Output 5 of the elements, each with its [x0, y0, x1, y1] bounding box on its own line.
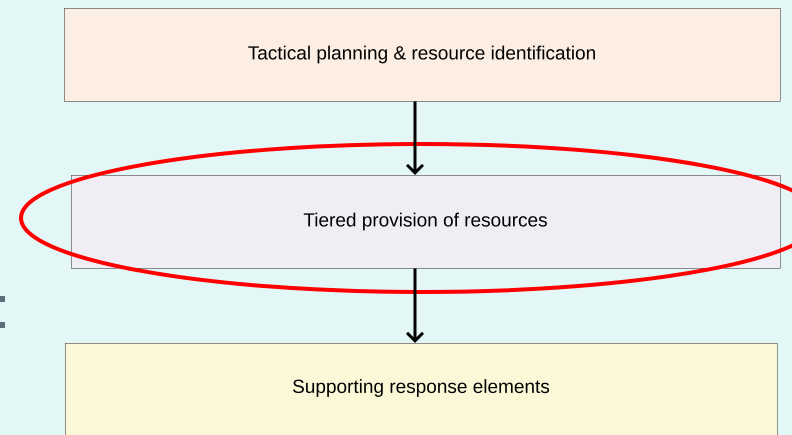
process-box: Tiered provision of resources: [71, 174, 781, 269]
process-box: Tactical planning & resource identification: [64, 8, 781, 102]
arrow: [406, 268, 424, 343]
arrow: [406, 102, 424, 175]
process-box: Supporting response elements: [65, 343, 778, 435]
